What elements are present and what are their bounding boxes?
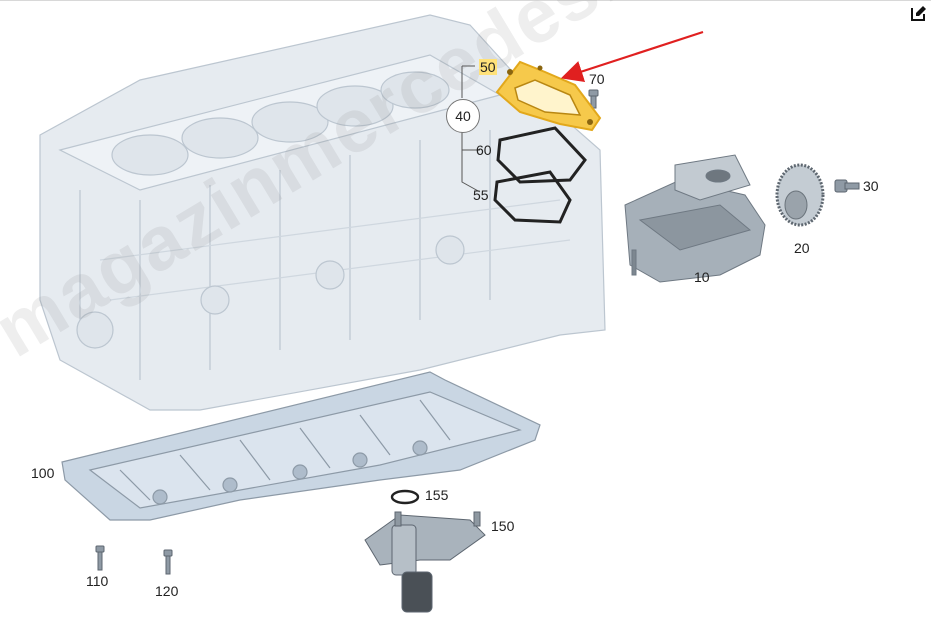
gasket-60[interactable] [496,126,587,184]
callout-50[interactable]: 50 [479,59,497,75]
callout-150[interactable]: 150 [491,518,515,534]
bolt-110[interactable] [95,545,105,571]
gasket-55[interactable] [493,170,572,224]
callout-155[interactable]: 155 [425,487,449,503]
oil-pan[interactable] [61,371,541,521]
bolt-30[interactable] [834,179,860,193]
red-pointer-arrow [560,30,704,83]
callout-60[interactable]: 60 [476,142,492,158]
edit-icon-glyph [911,6,926,21]
callout-110[interactable]: 110 [86,573,109,589]
oil-sensor-150[interactable] [364,511,486,613]
gasket-plate-50-highlighted[interactable] [495,60,602,132]
sprocket-20[interactable] [775,163,825,227]
callout-70[interactable]: 70 [589,71,605,87]
callout-30[interactable]: 30 [863,178,879,194]
oil-pump-10[interactable] [624,154,766,283]
group-40-brackets [461,65,481,193]
callout-20[interactable]: 20 [794,240,810,256]
callout-10[interactable]: 10 [694,269,710,285]
top-border [0,0,931,1]
o-ring-155[interactable] [390,489,420,505]
edit-icon[interactable] [911,5,927,21]
callout-100[interactable]: 100 [31,465,55,481]
bolt-120[interactable] [163,549,173,575]
callout-120[interactable]: 120 [155,583,179,599]
callout-55[interactable]: 55 [473,187,489,203]
callout-40[interactable]: 40 [446,99,480,133]
